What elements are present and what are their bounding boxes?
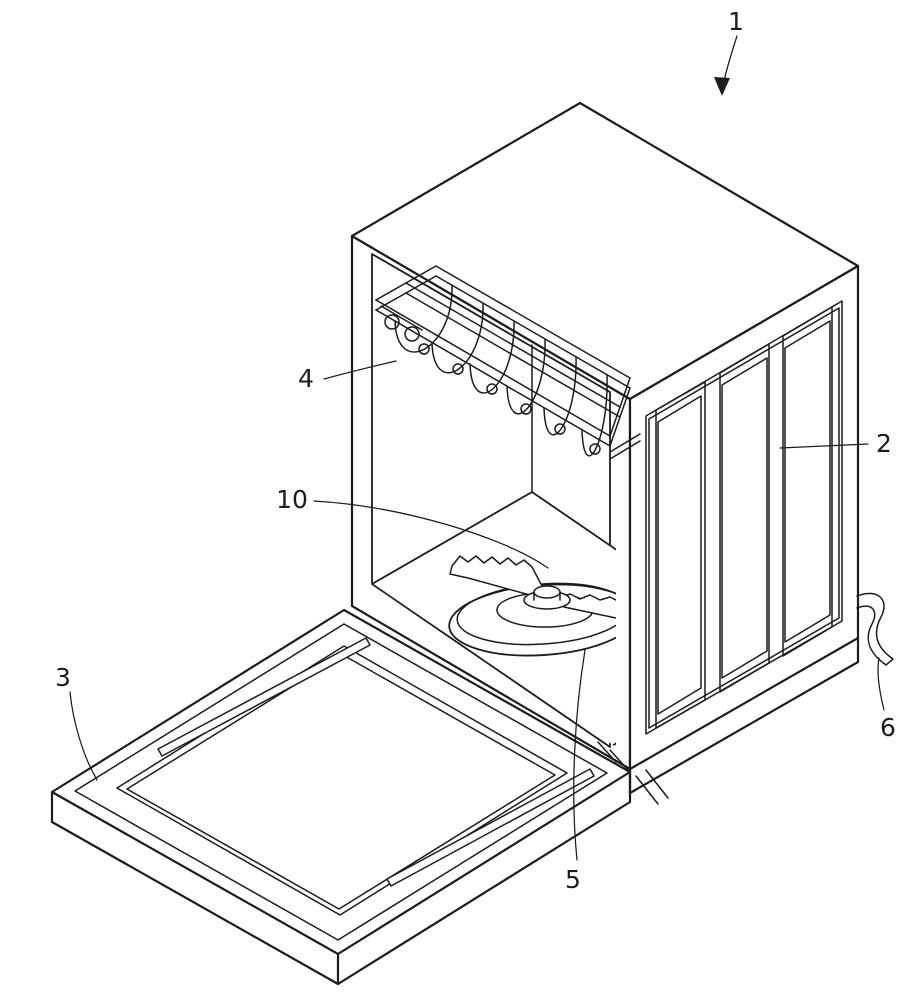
rack-rails [375,265,631,447]
door-vent-strip-right [386,768,595,887]
side-sub-panel-3 [782,306,833,657]
door-inner-panel-line [126,654,556,910]
arrow-head-1 [714,77,730,96]
spray-arm-left-blade [449,555,543,596]
door-opening-frame [371,253,611,748]
leader-line-5 [573,649,586,861]
spray-arm-right-blade [559,593,616,619]
leader-line-3 [69,691,98,781]
base-and-hose [597,592,894,805]
side-sub-panel-3-inner [784,320,831,643]
ref-label-3: 3 [55,663,71,692]
leader-line-4 [323,360,397,380]
door-hinge-marks [597,741,669,805]
tub-interior [372,333,616,747]
side-sub-panel-1-inner [657,395,702,715]
cabinet-base-edges [628,636,860,795]
upper-rack [375,265,641,460]
door-vent-strip-left [157,637,371,757]
leader-line-1 [722,35,738,86]
side-recess-inner [648,307,840,729]
side-recess-outer [645,300,843,735]
door-thickness-edges [50,770,632,986]
door-inner-panel [116,645,568,916]
side-sub-panel-1 [655,381,706,729]
spray-arm-assembly [448,555,616,657]
ref-label-4: 4 [298,364,314,393]
ref-label-2: 2 [876,429,892,458]
ref-label-10: 10 [276,485,308,514]
leader-line-6 [877,657,885,711]
open-door [50,608,632,986]
ref-label-5: 5 [565,865,581,894]
ref-label-1: 1 [728,7,744,36]
door-rim-line [74,623,608,941]
side-sub-panel-2-inner [721,357,768,679]
ref-label-6: 6 [880,713,896,742]
drain-hose [856,592,894,666]
rack-roller-bracket [380,305,423,342]
spray-arm-hub-sides [533,592,561,601]
reference-labels: 1 2 3 4 5 6 10 [55,7,896,894]
leader-line-2 [779,443,869,449]
rack-loop-feet [418,343,601,455]
side-sub-panel-2 [719,343,770,693]
rack-slide-rail [609,433,641,460]
side-panel-assembly [645,300,843,735]
rack-wire-loops [394,284,608,457]
spray-arm-hub-cap [533,585,561,599]
leader-line-10 [313,500,549,569]
